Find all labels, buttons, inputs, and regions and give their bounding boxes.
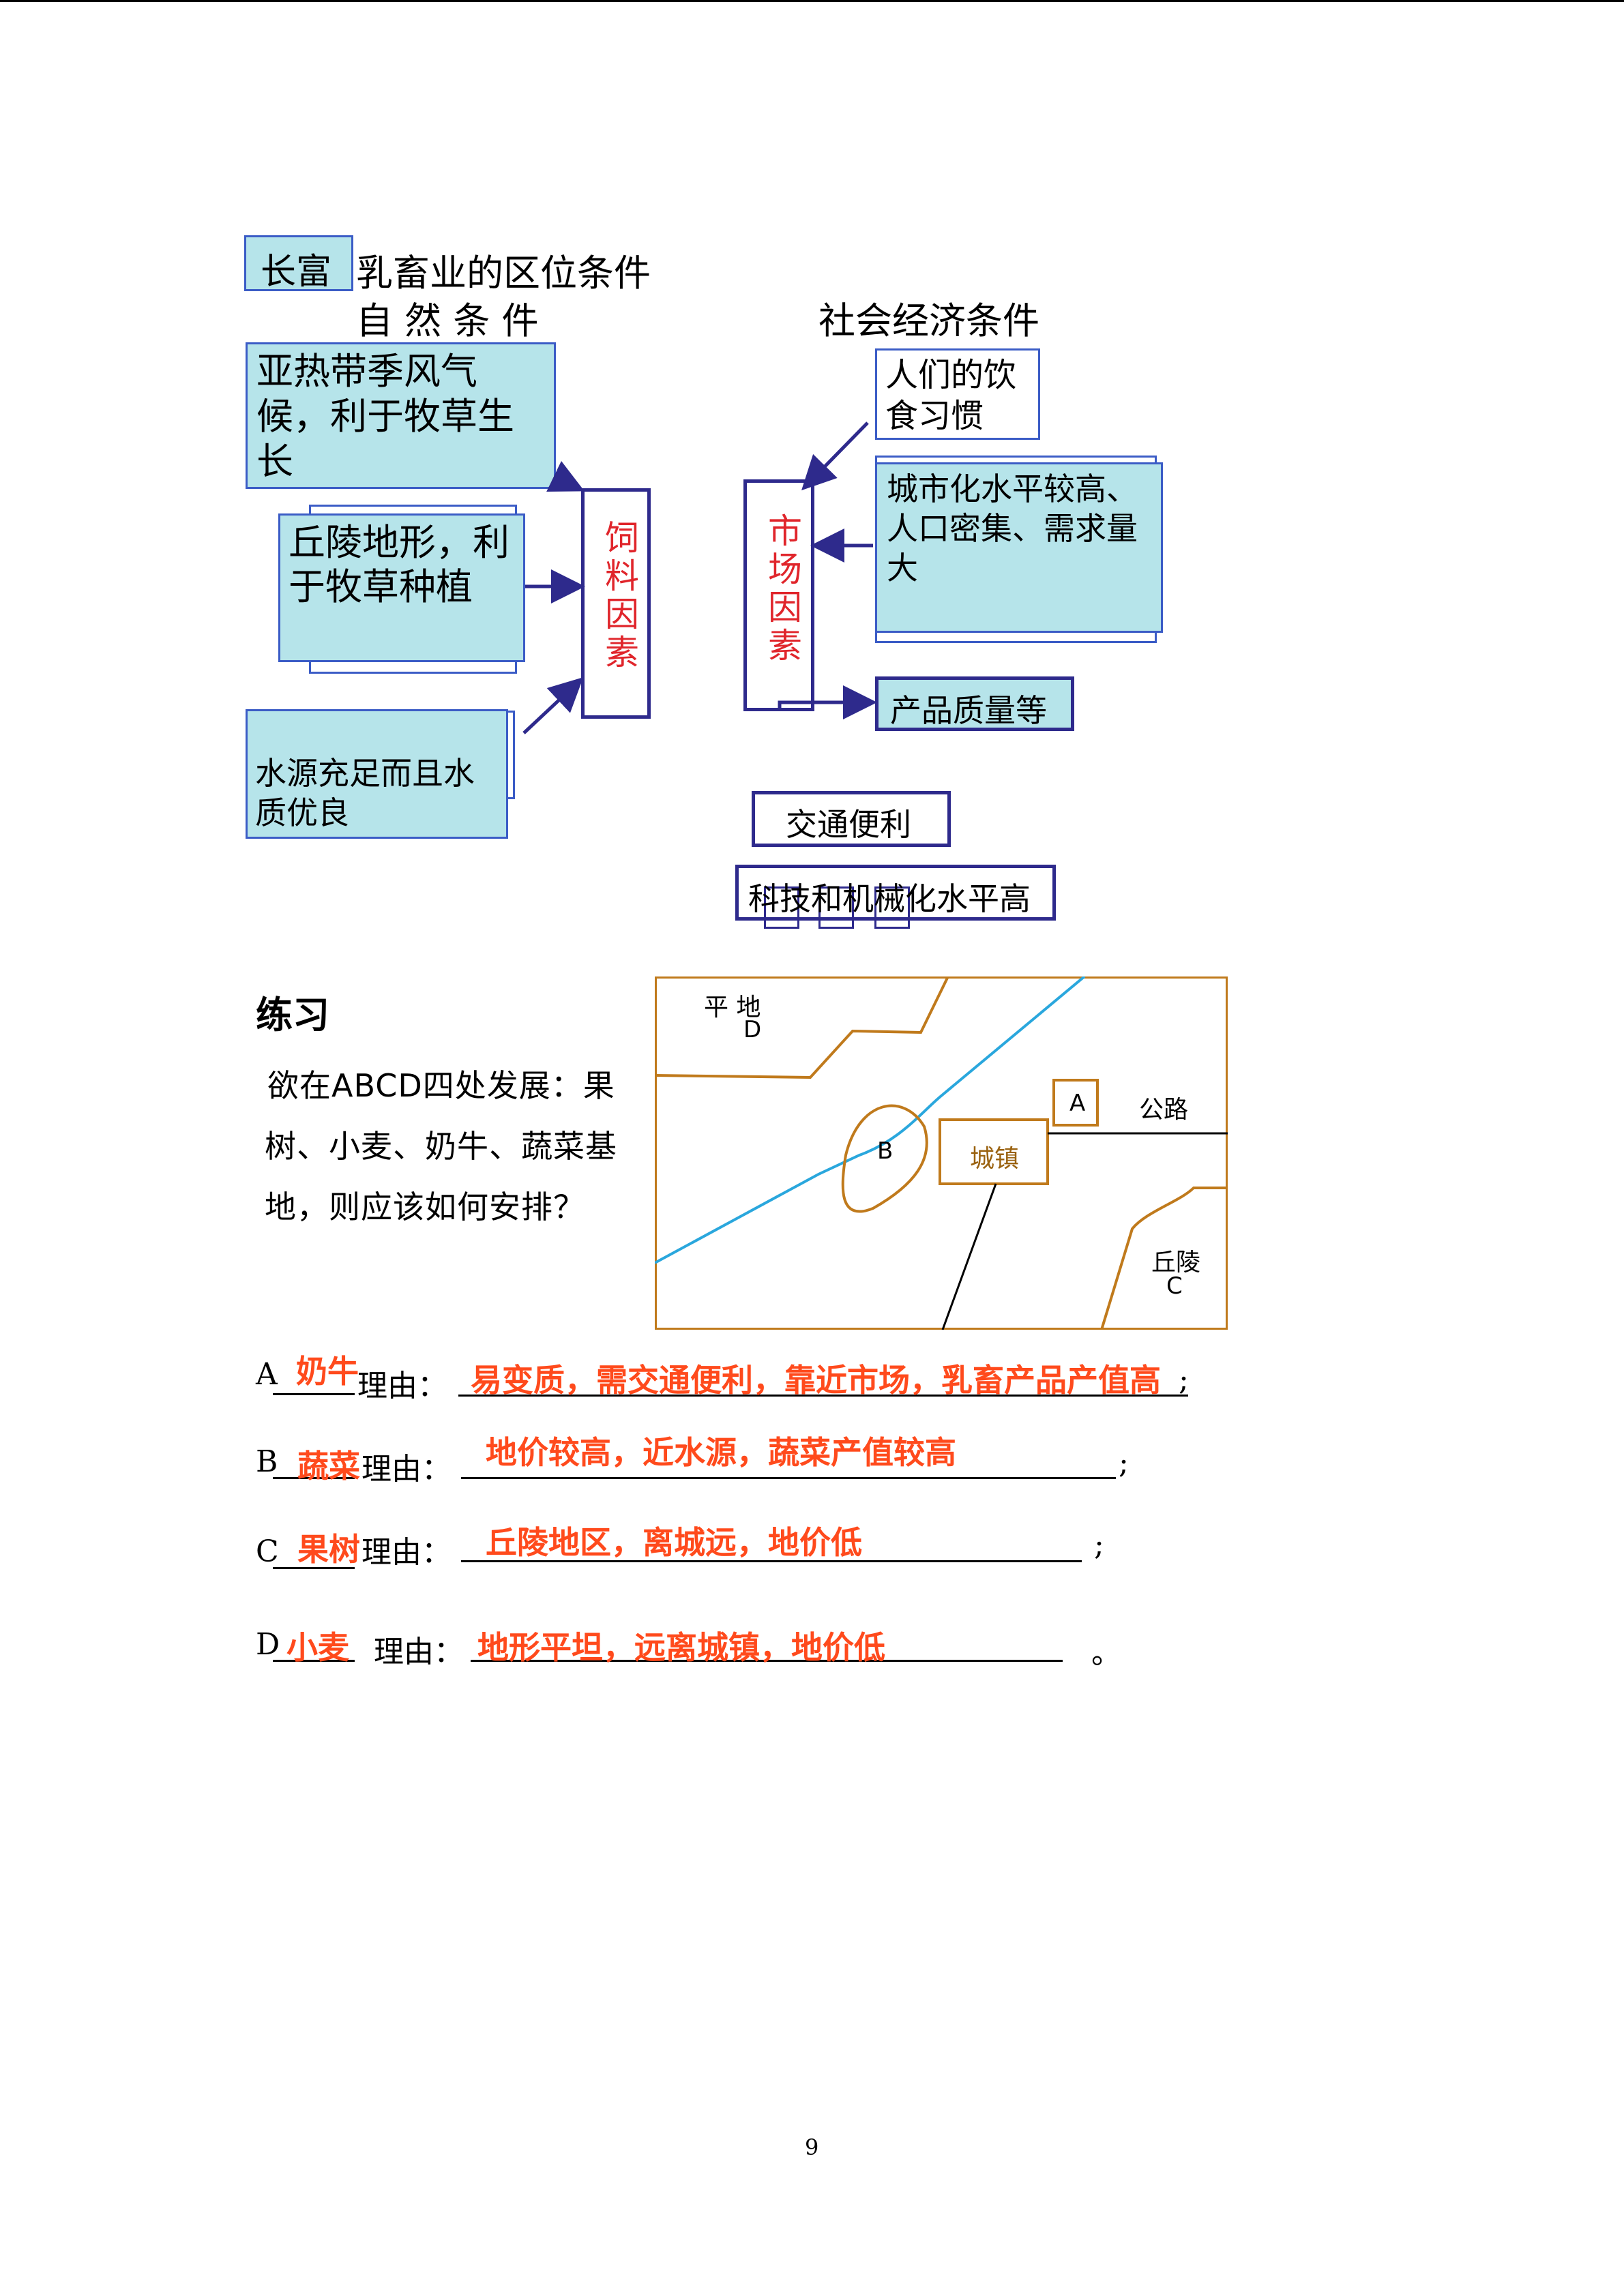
page-title: 乳畜业的区位条件 <box>356 252 651 295</box>
tech-box <box>735 865 1056 921</box>
answer-b-crop-line <box>273 1477 355 1479</box>
map-label-d: D <box>743 1016 762 1043</box>
tech-box-stub-3 <box>874 886 910 929</box>
arrow-quality <box>778 685 877 719</box>
map-label-road: 公路 <box>1139 1096 1189 1124</box>
answer-c-letter: C <box>256 1534 279 1569</box>
answer-b-reason: 地价较高，近水源，蔬菜产值较高 <box>486 1434 956 1471</box>
urban-text: 城市化水平较高、人口密集、需求量大 <box>887 471 1138 586</box>
tech-box-stub-1 <box>764 886 799 929</box>
social-conditions-heading: 社会经济条件 <box>818 299 1039 342</box>
market-factor-box <box>743 479 814 711</box>
exercise-heading: 练习 <box>256 994 329 1037</box>
map-label-a: A <box>1069 1090 1086 1117</box>
title-tag: 长富 <box>261 252 332 293</box>
answer-a-crop: 奶牛 <box>296 1353 359 1390</box>
water-box <box>246 709 508 839</box>
feed-factor-label: 饲料因素 <box>600 520 639 672</box>
answer-a-letter: A <box>256 1357 278 1392</box>
answer-d-label: 理由： <box>374 1635 464 1669</box>
transport-text: 交通便利 <box>786 806 911 843</box>
climate-box <box>246 342 556 489</box>
water-text: 水源充足而且水质优良 <box>255 755 475 831</box>
answer-d-reason-line <box>471 1660 1063 1662</box>
terrain-text: 丘陵地形，利于牧草种植 <box>289 521 510 608</box>
quality-text: 产品质量等 <box>890 692 1047 729</box>
answer-c-reason-line <box>461 1560 1082 1562</box>
answer-b-end: ; <box>1119 1446 1129 1480</box>
exercise-question: 欲在ABCD四处发展：果树、小麦、奶牛、蔬菜基地，则应该如何安排？ <box>265 1067 617 1225</box>
map-label-c: C <box>1166 1272 1183 1300</box>
diet-box <box>875 348 1040 440</box>
map-label-b: B <box>877 1137 894 1165</box>
answer-d-reason: 地形平坦，远离城镇，地价低 <box>477 1629 885 1666</box>
arrow-diet <box>801 421 869 491</box>
map-label-town: 城镇 <box>970 1145 1020 1173</box>
answer-d-crop-line <box>273 1660 355 1662</box>
quality-box <box>875 676 1074 731</box>
town-box <box>939 1118 1049 1185</box>
title-tag-box <box>244 235 353 291</box>
urban-box <box>875 462 1163 633</box>
answer-c-crop-line <box>273 1567 355 1569</box>
natural-conditions-heading: 自 然 条 件 <box>356 299 539 342</box>
road-south <box>941 1183 997 1330</box>
transport-box <box>752 791 951 847</box>
page-number: 9 <box>805 2134 819 2160</box>
plain-boundary <box>655 976 949 1079</box>
answer-c-reason: 丘陵地区，离城远，地价低 <box>486 1524 862 1561</box>
river <box>655 976 1086 1264</box>
answer-c-crop: 果树 <box>297 1531 360 1568</box>
answer-b-label: 理由： <box>361 1452 452 1487</box>
answer-a-end: ; <box>1179 1362 1189 1397</box>
town-b-outline <box>841 1104 928 1213</box>
answer-a-reason: 易变质，需交通便利，靠近市场，乳畜产品产值高 <box>471 1362 1161 1399</box>
tech-box-stub-2 <box>818 886 854 929</box>
map-label-hill: 丘陵 <box>1151 1249 1201 1277</box>
market-factor-label: 市场因素 <box>763 513 802 666</box>
map-label-plain: 平 地 <box>704 994 761 1022</box>
climate-text: 亚热带季风气候，利于牧草生长 <box>256 350 514 483</box>
answer-c-label: 理由： <box>361 1535 452 1570</box>
answer-b-letter: B <box>256 1444 278 1479</box>
answer-b-reason-line <box>461 1477 1116 1479</box>
map-drawing <box>655 976 1228 1330</box>
answer-d-end: 。 <box>1091 1636 1121 1671</box>
page-top-border <box>0 0 1624 2</box>
answer-a-reason-line <box>458 1395 1188 1397</box>
diet-text: 人们的饮食习惯 <box>885 356 1017 435</box>
map-frame <box>655 976 1228 1330</box>
arrow-water <box>522 677 584 734</box>
answer-d-letter: D <box>256 1627 280 1662</box>
answer-b-crop: 蔬菜 <box>297 1448 360 1485</box>
answer-d-crop: 小麦 <box>286 1629 349 1666</box>
arrow-climate <box>546 461 585 492</box>
diagram-arrows <box>522 421 877 734</box>
hill-boundary <box>1100 1187 1228 1330</box>
site-a-box <box>1052 1079 1099 1127</box>
answer-a-label: 理由： <box>357 1369 447 1403</box>
answer-a-crop-line <box>273 1393 355 1395</box>
answer-c-end: ; <box>1094 1527 1104 1562</box>
tech-text: 科技和机械化水平高 <box>748 880 1031 917</box>
terrain-box <box>278 513 525 662</box>
feed-factor-box <box>581 488 651 719</box>
